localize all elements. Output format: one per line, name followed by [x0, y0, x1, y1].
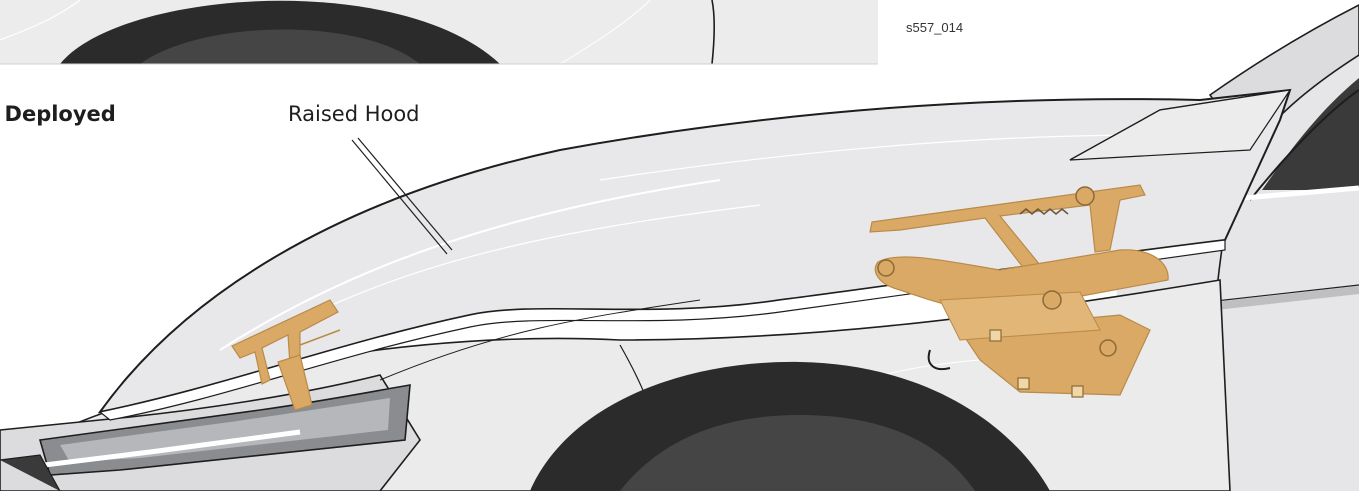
state-label: l Deployed: [0, 102, 116, 126]
hinge-pivot-3: [1100, 340, 1116, 356]
figure-id: s557_014: [906, 20, 963, 35]
hinge-bolt-1: [990, 330, 1001, 341]
hinge-bolt-2: [1018, 378, 1029, 389]
hinge-bolt-3: [1072, 386, 1083, 397]
state-label-strong: Deployed: [5, 102, 116, 126]
hinge-pivot-2: [1043, 291, 1061, 309]
raised-hood-label: Raised Hood: [288, 102, 420, 126]
inset-view: [0, 0, 878, 64]
hinge-pivot-4: [878, 260, 894, 276]
hinge-pivot-1: [1076, 187, 1094, 205]
